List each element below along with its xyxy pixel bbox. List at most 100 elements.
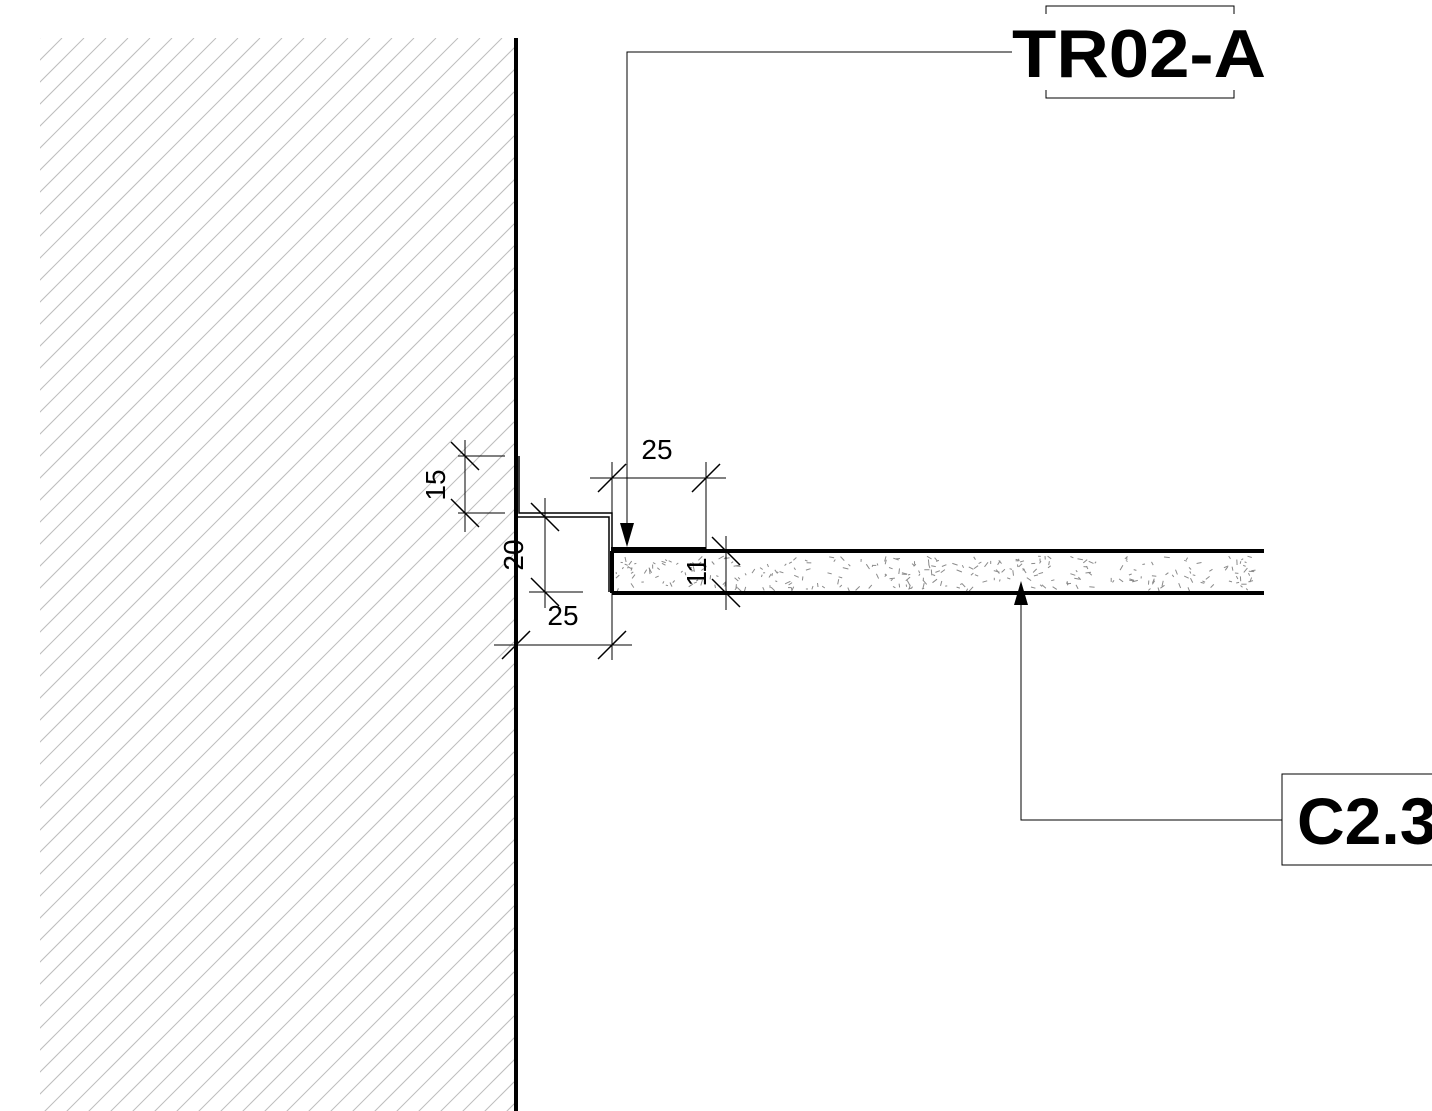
hatch-line	[40, 135, 514, 611]
hatch-line	[40, 223, 514, 699]
speckle-mark	[1047, 555, 1052, 560]
hatch-line	[330, 927, 514, 1111]
hatch-line	[40, 38, 415, 413]
speckle-mark	[1196, 562, 1202, 564]
speckle-mark	[884, 559, 887, 565]
hatch-line	[176, 773, 514, 1111]
speckle-mark	[998, 560, 1002, 564]
tag-c23[interactable]: C2.3	[1281, 773, 1432, 866]
speckle-mark	[827, 572, 832, 575]
speckle-mark	[788, 561, 793, 564]
speckle-mark	[1188, 567, 1192, 570]
hatch-line	[484, 1081, 514, 1111]
speckle-mark	[1243, 564, 1246, 567]
speckle-mark	[1160, 584, 1165, 589]
hatch-line	[40, 399, 514, 875]
hatch-line	[308, 905, 514, 1111]
speckle-mark	[927, 559, 930, 565]
hatch-line	[40, 465, 514, 941]
hatch-line	[40, 179, 514, 655]
hatch-line	[40, 38, 371, 369]
hatch-line	[40, 355, 514, 831]
speckle-mark	[668, 560, 672, 563]
speckle-mark	[695, 579, 699, 582]
speckle-mark	[1236, 581, 1240, 584]
speckle-mark	[922, 579, 928, 585]
speckle-mark	[762, 586, 765, 591]
hatch-line	[40, 443, 514, 919]
speckle-mark	[1245, 588, 1249, 591]
speckle-mark	[1248, 580, 1254, 583]
speckle-mark	[1175, 569, 1178, 575]
speckle-mark	[793, 557, 797, 561]
speckle-mark	[875, 573, 880, 579]
hatch-line	[40, 553, 514, 1029]
hatch-line	[40, 38, 85, 83]
speckle-mark	[1039, 584, 1043, 587]
speckle-mark	[1129, 579, 1134, 582]
speckle-mark	[1006, 577, 1011, 580]
speckle-mark	[973, 565, 979, 570]
speckle-mark	[693, 581, 697, 584]
speckle-mark	[680, 570, 683, 573]
speckle-mark	[1001, 568, 1006, 573]
speckle-mark	[718, 555, 725, 560]
speckle-mark	[898, 583, 901, 588]
speckle-mark	[702, 564, 706, 567]
hatch-line	[40, 38, 349, 347]
speckle-mark	[907, 573, 911, 576]
speckle-mark	[1244, 561, 1247, 564]
speckle-mark	[906, 580, 911, 586]
speckle-mark	[804, 559, 808, 562]
speckle-mark	[984, 561, 989, 568]
speckle-mark	[1030, 586, 1036, 589]
speckle-mark	[1119, 564, 1124, 571]
tag-tr02a[interactable]: TR02-A	[1012, 5, 1266, 99]
speckle-mark	[1239, 561, 1242, 564]
speckle-mark	[1070, 573, 1076, 576]
speckle-mark	[1085, 571, 1092, 574]
speckle-mark	[675, 562, 679, 565]
hatch-line	[40, 113, 514, 589]
speckle-mark	[774, 569, 778, 574]
hatch-line	[40, 38, 481, 479]
hatch-line	[40, 38, 261, 259]
hatch-line	[154, 751, 514, 1111]
speckle-mark	[961, 564, 965, 569]
speckle-mark	[876, 563, 879, 566]
hatch-line	[491, 38, 1432, 1111]
speckle-mark	[1235, 575, 1239, 580]
speckle-mark	[1133, 569, 1137, 571]
speckle-mark	[766, 563, 769, 568]
speckle-mark	[884, 556, 887, 562]
tag-tr02a-leader	[620, 51, 1012, 547]
dimension-25-bottom: 25	[494, 593, 632, 660]
speckle-mark	[829, 556, 835, 559]
speckle-mark	[1205, 576, 1210, 580]
speckle-mark	[934, 557, 938, 562]
speckle-mark	[627, 566, 629, 569]
speckle-mark	[1082, 559, 1088, 564]
speckle-mark	[1165, 572, 1169, 576]
speckle-mark	[737, 587, 742, 591]
speckle-mark	[1152, 578, 1155, 584]
speckle-mark	[1223, 565, 1229, 569]
hatch-line	[374, 971, 514, 1111]
hatch-line	[40, 38, 503, 501]
speckle-mark	[1077, 558, 1083, 561]
speckle-mark	[1190, 577, 1194, 583]
speckle-mark	[791, 586, 795, 591]
speckle-mark	[665, 584, 669, 587]
speckle-mark	[839, 584, 843, 588]
speckle-mark	[784, 580, 791, 585]
speckle-mark	[935, 559, 940, 562]
speckle-mark	[730, 561, 734, 564]
speckle-mark	[1228, 555, 1231, 560]
speckle-mark	[840, 556, 845, 561]
dimension-11: 11	[681, 536, 741, 610]
speckle-mark	[892, 585, 896, 589]
tag-c23-leader	[1014, 581, 1282, 821]
speckle-mark	[661, 560, 666, 564]
speckle-mark	[1128, 573, 1132, 576]
speckle-mark	[696, 561, 702, 566]
